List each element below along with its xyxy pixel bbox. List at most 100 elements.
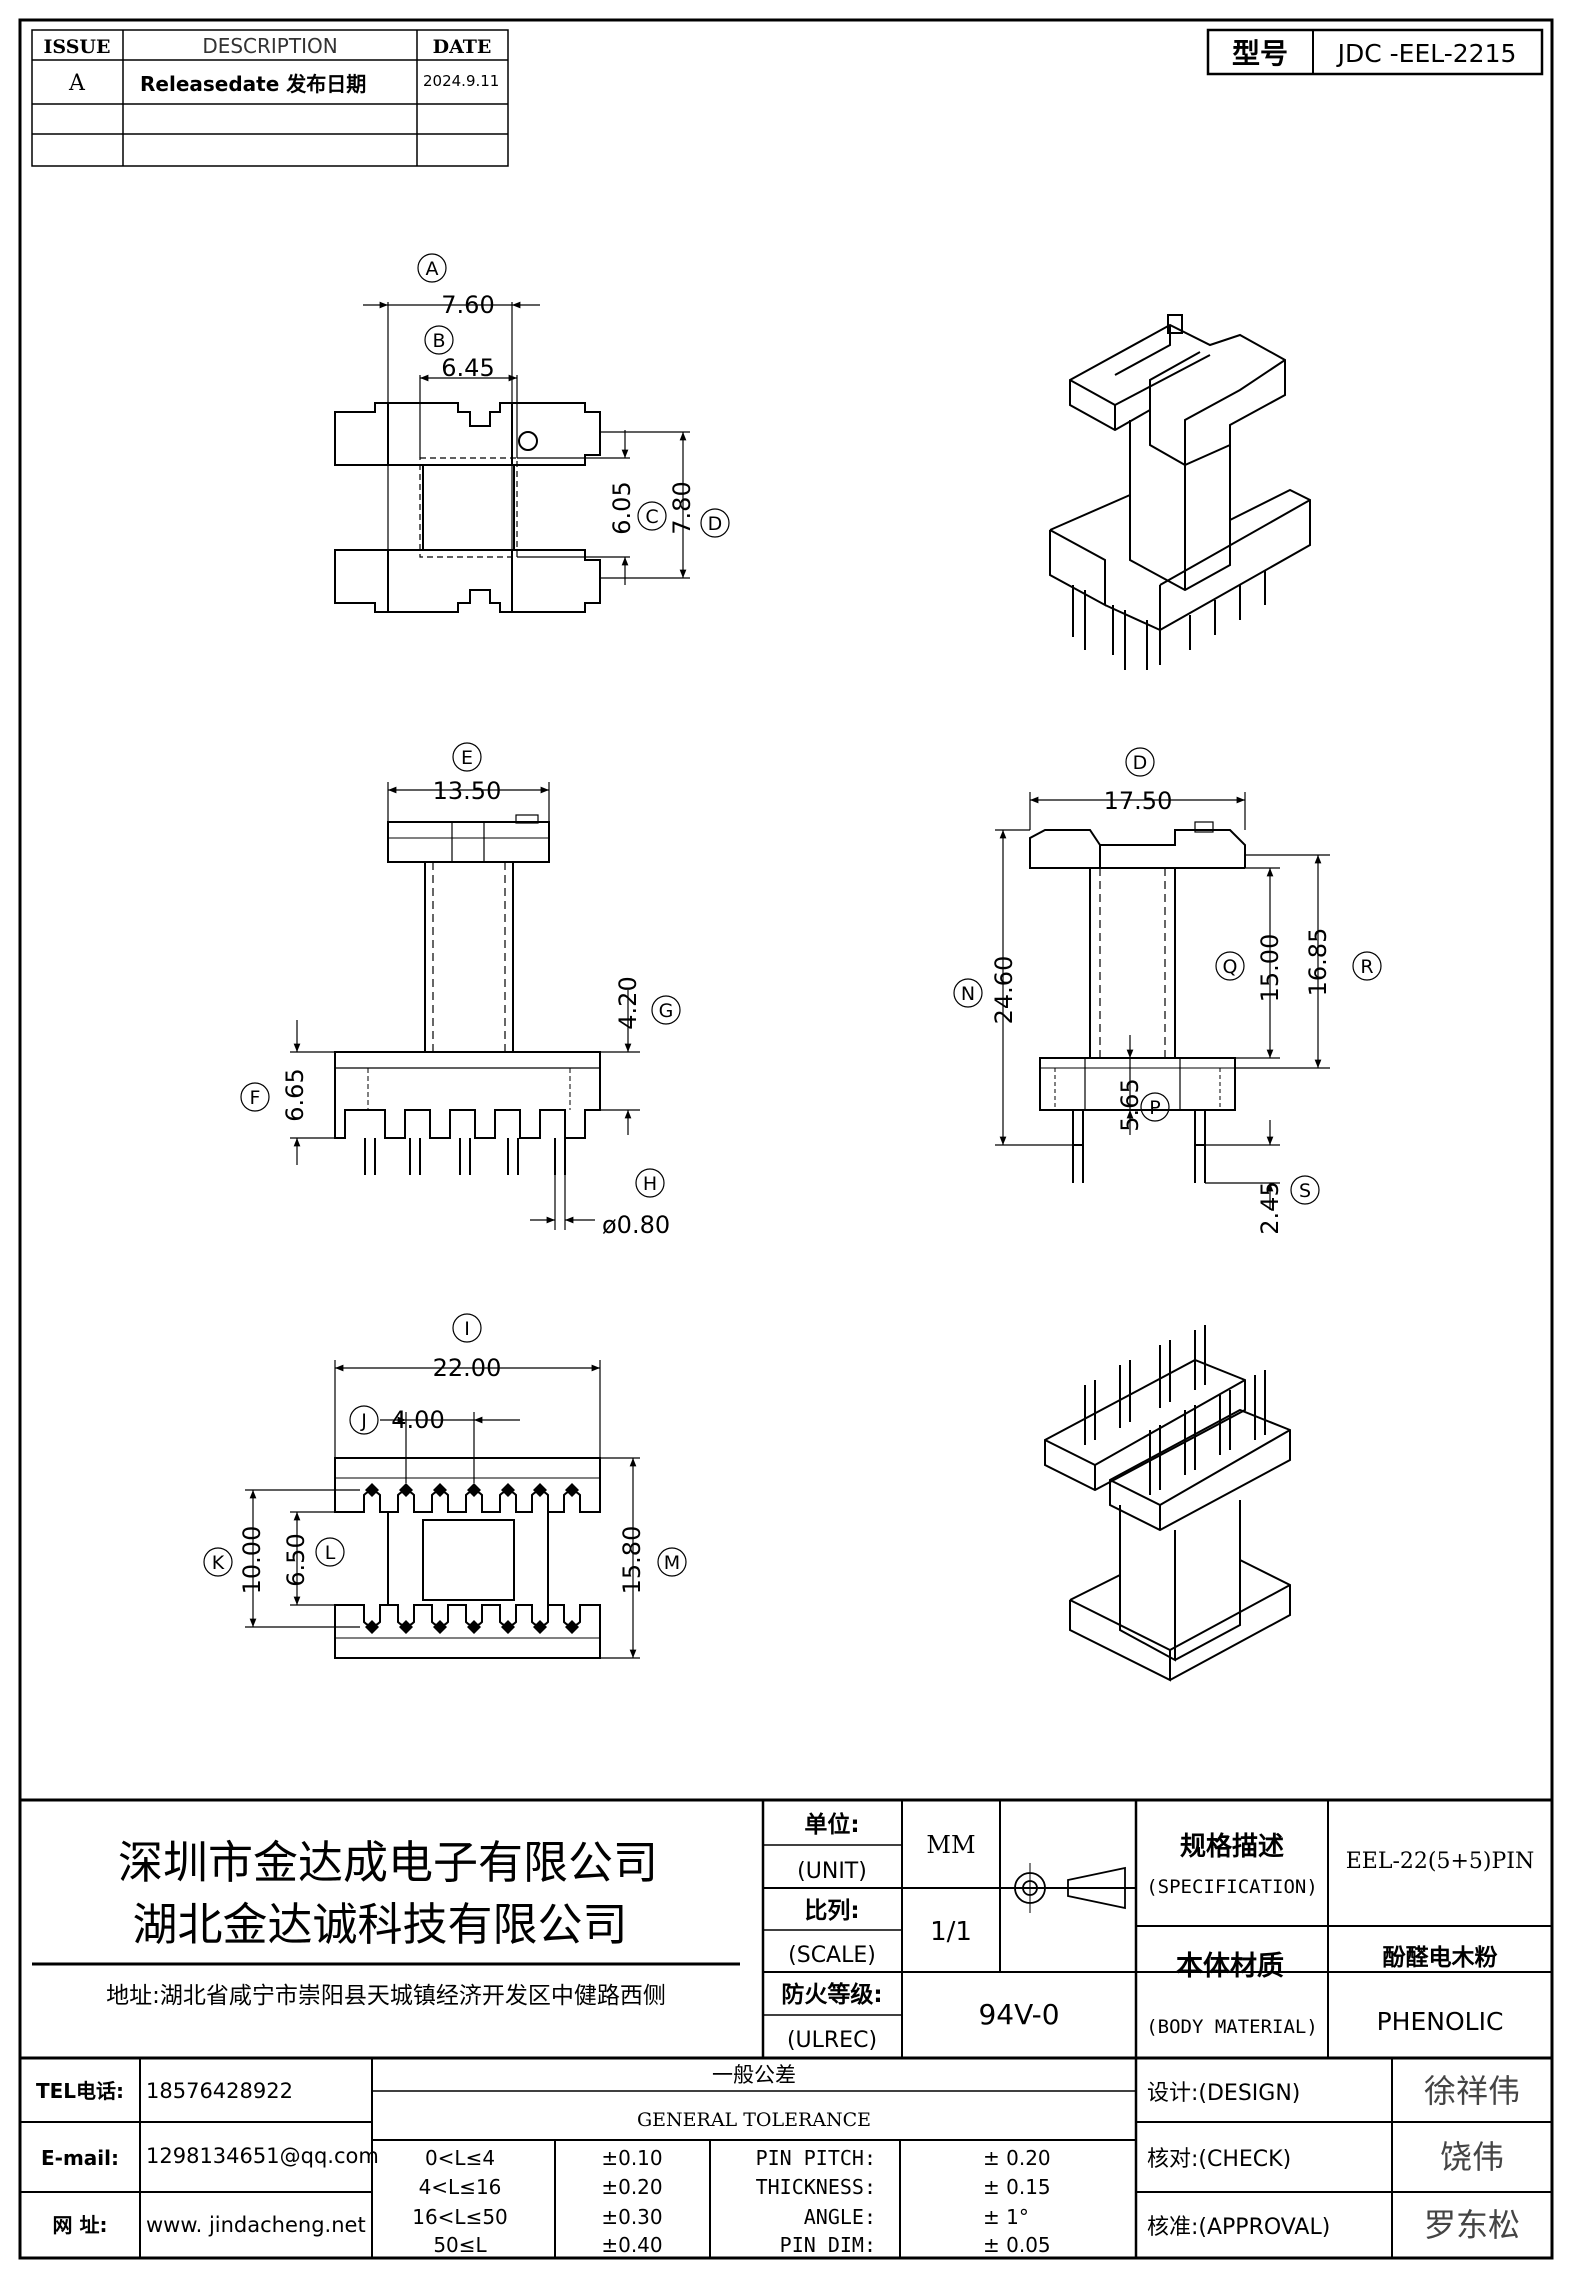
approval-name: 罗东松 [1424,2206,1520,2244]
dim-D-value: 7.80 [668,481,696,534]
approval-label: 核准:(APPROVAL) [1147,2215,1330,2240]
email-value: 1298134651@qq.com [146,2144,379,2168]
dim-M-label: M [664,1552,680,1574]
revision-description: Releasedate 发布日期 [140,72,366,96]
dim-E-label: E [461,747,473,769]
tol-name: ANGLE: [804,2205,876,2229]
front-view-dims [240,742,681,1230]
website-label: 网 址: [53,2213,108,2237]
model-value: JDC -EEL-2215 [1336,39,1517,68]
dim-L-label: L [325,1542,336,1564]
tel-label: TEL电话: [36,2079,124,2103]
revision-date: 2024.9.11 [423,72,499,90]
issue-header: ISSUE [44,36,111,58]
dim-N-value: 24.60 [990,956,1018,1025]
tolerance-rows: 0<L≤4 ±0.10 PIN PITCH: ± 0.20 4<L≤16 ±0.… [412,2146,1050,2257]
dim-N-label: N [961,983,975,1005]
dim-K-label: K [212,1552,225,1574]
dim-P-value: 5.65 [1116,1078,1144,1131]
dim-R-value: 16.85 [1304,928,1332,997]
dim-F-value: 6.65 [281,1068,309,1121]
dim-Q-label: Q [1223,956,1238,978]
model-box [1206,28,1544,76]
dim-A-value: 7.60 [441,291,494,319]
dim-Q-value: 15.00 [1256,934,1284,1003]
material-label: 本体材质 [1176,1951,1284,1982]
dim-I-label: I [464,1318,470,1340]
fire-rating-label: 防火等级: [781,1981,882,2008]
dim-L-value: 6.50 [282,1533,310,1586]
tol-range: 16<L≤50 [412,2205,508,2229]
tol-value: ±0.10 [601,2146,662,2170]
tol-range: 50≤L [433,2233,487,2257]
tol-spec: ± 1° [983,2205,1029,2229]
tol-spec: ± 0.20 [983,2146,1051,2170]
unit-label-en: (UNIT) [797,1859,867,1884]
tol-value: ±0.20 [601,2175,662,2199]
dim-D2-value: 17.50 [1104,787,1173,815]
website-value: www. jindacheng.net [146,2213,366,2237]
dim-S-label: S [1299,1180,1311,1202]
side-view [1029,821,1246,1183]
projection-symbol-icon [1005,1863,1126,1913]
dim-J-label: J [360,1410,367,1432]
top-view [334,402,601,613]
bottom-view-pins [365,1483,579,1634]
dim-K-value: 10.00 [238,1526,266,1595]
title-block-lines [20,1798,1552,2258]
tol-value: ±0.30 [601,2205,662,2229]
dim-P-label: P [1149,1097,1160,1119]
revision-issue: A [68,71,86,96]
company-name-1: 深圳市金达成电子有限公司 [118,1836,658,1889]
sheet-border [18,18,1554,2260]
date-header: DATE [433,36,492,58]
top-view-dims [363,253,730,585]
dim-A-label: A [426,258,439,280]
model-label: 型号 [1232,37,1288,70]
check-label: 核对:(CHECK) [1147,2147,1291,2172]
spec-value: EEL-22(5+5)PIN [1346,1849,1535,1874]
material-value-en: PHENOLIC [1377,2007,1504,2036]
design-label: 设计:(DESIGN) [1147,2081,1300,2106]
dim-R-label: R [1360,956,1373,978]
dim-D-label: D [708,513,723,535]
revision-table [31,29,509,167]
tol-spec: ± 0.15 [983,2175,1051,2199]
front-view [334,814,601,1175]
tol-range: 0<L≤4 [425,2146,495,2170]
dim-G-label: G [659,1000,674,1022]
unit-label: 单位: [804,1811,859,1838]
dim-F-label: F [250,1087,261,1109]
dim-M-value: 15.80 [618,1526,646,1595]
dim-D2-label: D [1133,752,1148,774]
side-view-dims [953,747,1382,1210]
unit-value: MM [926,1831,975,1859]
dim-S-value: 2.45 [1256,1181,1284,1234]
scale-label: 比列: [804,1898,859,1924]
dim-B-value: 6.45 [441,354,494,382]
tol-name: PIN DIM: [780,2233,876,2257]
dim-E-value: 13.50 [433,777,502,805]
dim-G-value: 4.20 [614,976,642,1029]
dim-C-value: 6.05 [608,481,636,534]
tolerance-title-en: GENERAL TOLERANCE [637,2109,871,2131]
tolerance-title-cn: 一般公差 [712,2063,796,2087]
dim-I-value: 22.00 [433,1354,502,1382]
tol-range: 4<L≤16 [419,2175,502,2199]
company-address: 地址:湖北省咸宁市崇阳县天城镇经济开发区中健路西侧 [106,1983,666,2009]
material-label-en: (BODY MATERIAL) [1146,2016,1318,2038]
isometric-view-bottom [1044,1325,1291,1682]
spec-label-en: (SPECIFICATION) [1146,1876,1318,1898]
dim-H-label: H [643,1173,657,1195]
company-name-2: 湖北金达诚科技有限公司 [132,1898,627,1951]
dim-B-label: B [432,330,445,352]
tol-name: THICKNESS: [756,2175,876,2199]
fire-rating-value: 94V-0 [978,1998,1059,2031]
tol-spec: ± 0.05 [983,2233,1051,2257]
email-label: E-mail: [41,2146,119,2170]
fire-rating-label-en: (ULREC) [787,2028,877,2053]
design-name: 徐祥伟 [1424,2072,1520,2110]
description-header: DESCRIPTION [202,34,337,58]
bottom-view-dims [203,1313,687,1659]
